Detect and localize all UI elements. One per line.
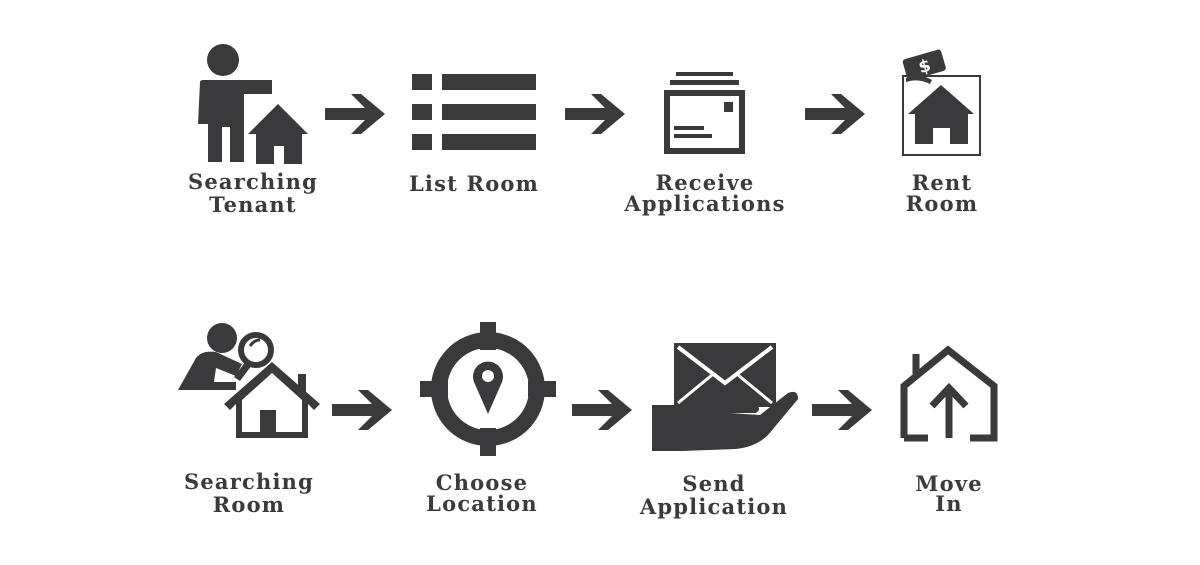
step-label-rent-room: Rent Room: [905, 170, 979, 216]
arrow-right-icon: [565, 94, 625, 134]
step-label-list-room: List Room: [408, 171, 540, 196]
step-label-receive-applications: Receive Applications: [624, 170, 786, 216]
arrow-right-icon: [572, 390, 632, 430]
arrow-right-icon: [805, 94, 865, 134]
money-house-icon: $: [898, 48, 988, 158]
arrow-right-icon: [332, 390, 392, 430]
step-label-send-application: Send Application: [639, 471, 789, 519]
house-arrow-up-icon: [898, 344, 1002, 442]
person-magnifier-house-icon: [176, 322, 321, 440]
step-label-move-in: Move In: [915, 471, 983, 516]
step-label-searching-tenant: Searching Tenant: [188, 169, 318, 217]
arrow-right-icon: [812, 390, 872, 430]
svg-text:$: $: [916, 56, 933, 78]
location-target-icon: [420, 322, 556, 456]
step-label-choose-location: Choose Location: [426, 470, 538, 516]
hand-envelope-icon: [652, 343, 800, 455]
list-icon: [412, 74, 537, 154]
person-house-icon: [190, 42, 315, 167]
arrow-right-icon: [325, 94, 385, 134]
step-label-searching-room: Searching Room: [184, 469, 314, 517]
mail-tray-icon: [662, 72, 747, 157]
